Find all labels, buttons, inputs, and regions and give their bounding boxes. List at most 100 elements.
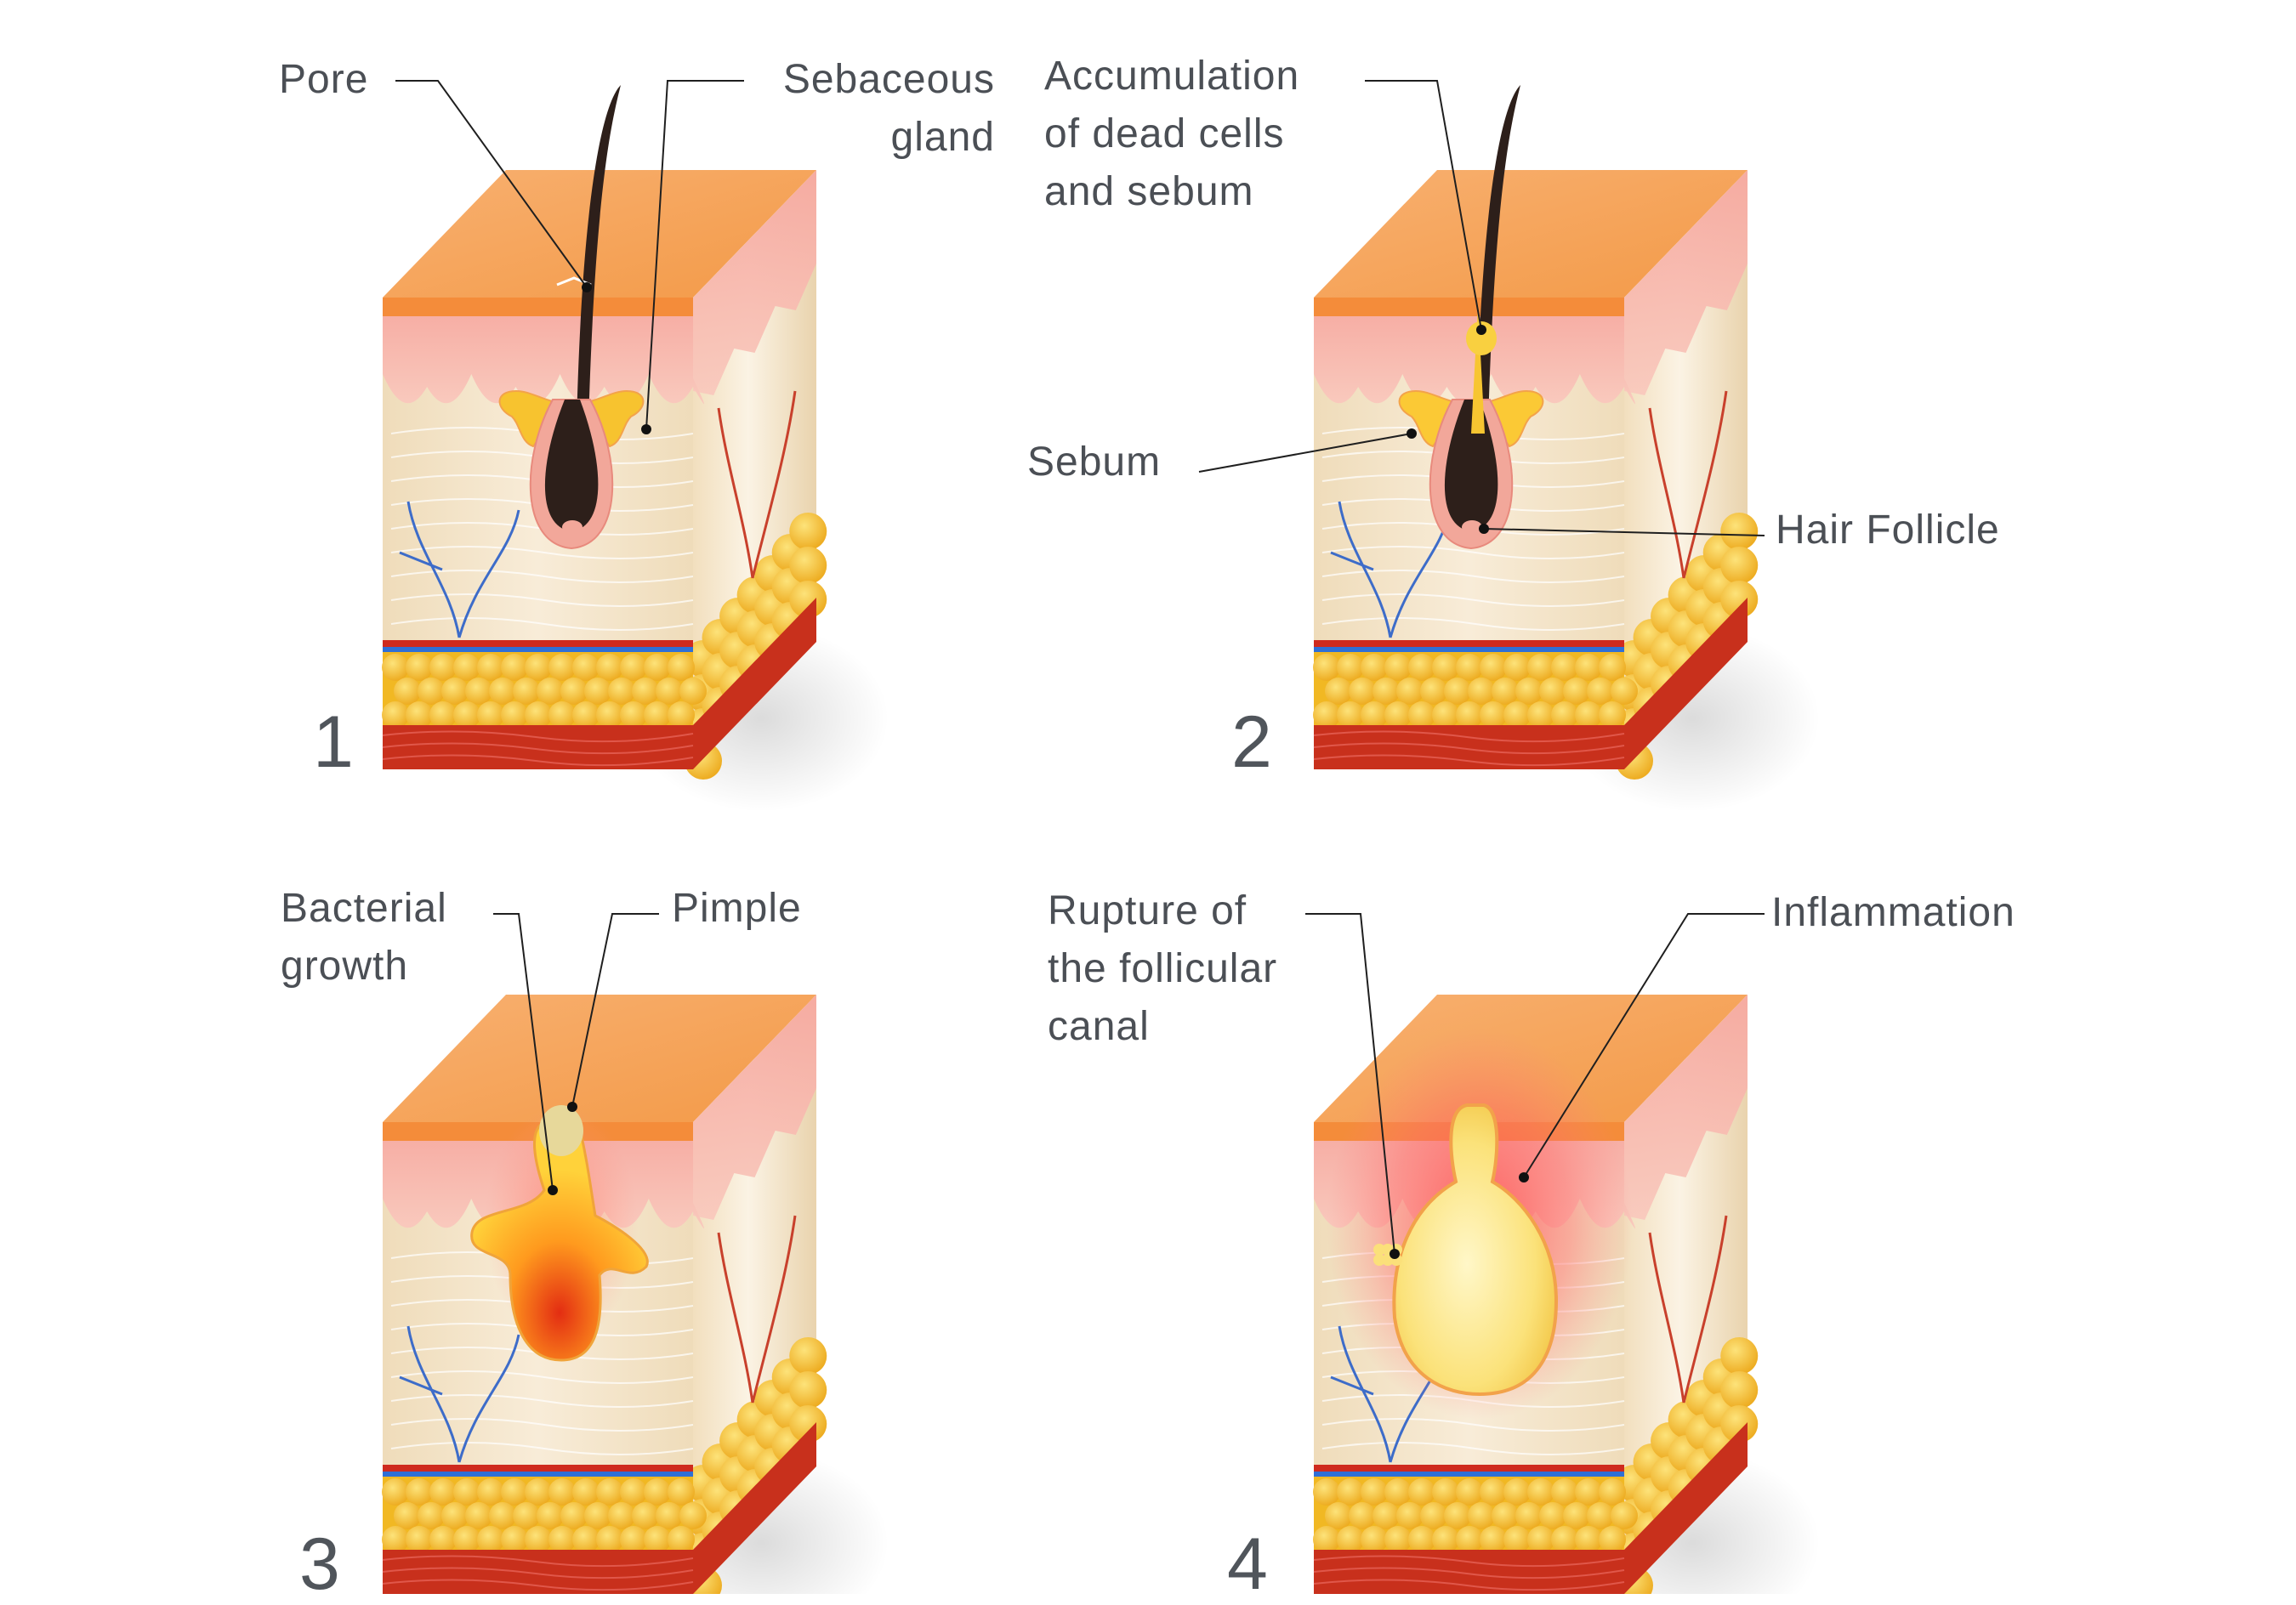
fat-cell [525,1478,552,1506]
fat-cell [525,654,552,681]
label-inflammation: Inflammation [1771,890,2015,935]
fat-cell [1480,654,1507,681]
fat-cell [1539,1502,1566,1529]
leader-dot-bacterial-growth [548,1185,558,1195]
vein-band [383,1472,693,1477]
fat-cell [584,1502,611,1529]
fat-cell [537,1502,564,1529]
fat-cell [1527,654,1554,681]
fat-cell [453,654,480,681]
blood-vessel-red [717,390,797,579]
epidermis-front [383,298,705,405]
skin-block-1 [382,85,889,812]
fat-cell [513,678,540,705]
dermis-fiber [390,1394,694,1408]
fat-cell [632,1502,659,1529]
fat-cell [1372,678,1400,705]
fat-cell [1361,1478,1388,1506]
fat-cell [1396,1502,1424,1529]
fat-cell [1539,678,1566,705]
fat-cell [489,1502,516,1529]
leader-pore [395,80,588,288]
dermis-fiber [1321,1418,1625,1432]
fat-cell [1432,1526,1459,1553]
fat-cell [596,701,623,729]
side-muscle [693,1422,816,1594]
hair-shaft [577,85,621,425]
fat-cell [1551,1478,1578,1506]
fat-cell [429,701,457,729]
fat-cell [1720,581,1759,618]
fat-cell [668,654,695,681]
fat-cell [1527,701,1554,729]
fat-cell [572,1478,600,1506]
leader-accumulation [1365,80,1482,331]
fat-cell [1408,1526,1435,1553]
fat-cell [1468,1502,1495,1529]
fat-cell [1720,1371,1759,1409]
fat-cell [1492,678,1519,705]
muscle-fiber [382,1555,694,1568]
fat-cell [644,654,671,681]
fat-cell [1527,1526,1554,1553]
fat-cell [1563,678,1590,705]
fat-cell [572,1526,600,1553]
dermis-fiber [1321,546,1625,559]
fat-cell [477,701,504,729]
fat-cell [596,1478,623,1506]
muscle-fiber [1313,1579,1625,1591]
ruptured-debris [1373,1244,1385,1256]
fat-cell [1575,1478,1602,1506]
fat-cell [789,547,827,584]
leader-rupture [1305,913,1395,1255]
epidermis-top-face [383,170,816,298]
side-epidermis [693,995,816,1220]
fat-cell [429,1526,457,1553]
muscle-fiber [1313,742,1625,755]
label-bacterial-growth: Bacterial growth [281,886,447,989]
fat-cell [1420,678,1447,705]
fat-cell [394,678,421,705]
fat-cell [1720,1337,1759,1375]
fat-cell [1599,654,1626,681]
leader-dot-sebaceous [641,424,651,434]
fat-cell [1587,678,1614,705]
fat-cell [1313,654,1340,681]
fat-cell [620,1478,647,1506]
fat-cell [1456,1478,1483,1506]
fat-cell [1384,654,1412,681]
fat-cell [1384,1478,1412,1506]
fat-cell [1480,701,1507,729]
fat-cell [1720,513,1759,550]
muscle-fiber [1313,730,1625,743]
fat-cell [1599,701,1626,729]
fat-cell [1551,1526,1578,1553]
panel-number-1: 1 [313,701,354,783]
fat-cell [382,654,409,681]
fat-cell [1408,701,1435,729]
fat-cell [572,701,600,729]
fat-cell [1444,1502,1471,1529]
skin-block-4 [1313,995,1820,1605]
fat-cell [632,678,659,705]
fat-cell [1720,1405,1759,1443]
fat-cell [789,581,827,618]
fat-cell [1456,654,1483,681]
fat-cell [1551,654,1578,681]
side-epidermis [693,170,816,395]
fat-cell [453,701,480,729]
fat-cell [1420,1502,1447,1529]
dermis-fiber [390,593,694,607]
fat-cell [501,701,528,729]
fat-cell [382,1526,409,1553]
blood-vessel-blue [399,1325,520,1463]
fat-cell [1480,1478,1507,1506]
fat-cell [1551,701,1578,729]
dermis-fiber [390,546,694,559]
side-muscle [1624,1422,1748,1594]
fat-cell [418,1502,445,1529]
fat-cell [608,1502,635,1529]
blood-vessel-red [1648,390,1728,579]
fat-cell [656,1502,683,1529]
